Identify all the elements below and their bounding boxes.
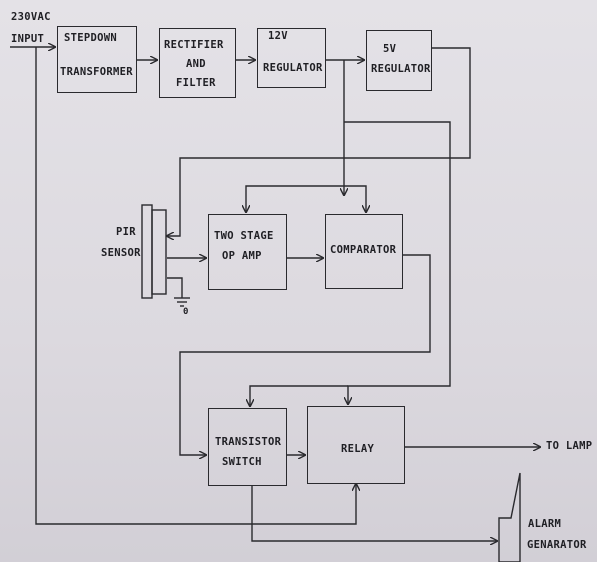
wire-bus-amp xyxy=(246,185,344,212)
ground-label: 0 xyxy=(183,307,189,317)
transistor-switch-block xyxy=(208,408,287,486)
stepdown-transformer-block xyxy=(57,26,137,93)
input-label-line1: 230VAC xyxy=(11,11,51,23)
alarm-label-line1: ALARM xyxy=(528,518,562,530)
comparator-block xyxy=(325,214,403,289)
rectifier-label-line2: AND xyxy=(186,58,206,70)
rectifier-label-line1: RECTIFIER xyxy=(164,39,224,51)
pir-label-line2: SENSOR xyxy=(101,247,141,259)
pir-sensor-body xyxy=(141,204,153,299)
comparator-label: COMPARATOR xyxy=(330,244,397,256)
relay-label: RELAY xyxy=(341,443,375,455)
amp-label-line2: OP AMP xyxy=(222,250,262,262)
wire-comparator-transistor xyxy=(179,254,431,455)
regulator-5v-block xyxy=(366,30,432,91)
wire-ac-relay xyxy=(35,47,356,525)
relay-block xyxy=(307,406,405,484)
amp-label-line1: TWO STAGE xyxy=(214,230,274,242)
wire-12v-relay xyxy=(344,121,451,404)
regulator-5v-label-line1: 5V xyxy=(383,43,397,55)
two-stage-op-amp-block xyxy=(208,214,287,290)
input-label-line2: INPUT xyxy=(11,33,45,45)
transistor-label-line1: TRANSISTOR xyxy=(215,436,282,448)
pir-sensor-plate xyxy=(151,209,167,295)
wire-ground xyxy=(167,277,183,298)
regulator-12v-label-line2: REGULATOR xyxy=(263,62,323,74)
wire-bus-transistor xyxy=(250,385,348,406)
transistor-label-line2: SWITCH xyxy=(222,456,262,468)
regulator-12v-label-line1: 12V xyxy=(268,30,288,42)
pir-label-line1: PIR xyxy=(116,226,136,238)
stepdown-label-line2: TRANSFORMER xyxy=(60,66,133,78)
rectifier-filter-block xyxy=(159,28,236,98)
alarm-generator-shape xyxy=(498,472,521,562)
wire-5v-pir xyxy=(167,47,471,236)
to-lamp-label: TO LAMP xyxy=(546,440,593,452)
wire-bus-comparator-right xyxy=(344,185,366,212)
rectifier-label-line3: FILTER xyxy=(176,77,216,89)
regulator-12v-block xyxy=(257,28,326,88)
alarm-label-line2: GENARATOR xyxy=(527,539,587,551)
stepdown-label-line1: STEPDOWN xyxy=(64,32,117,44)
regulator-5v-label-line2: REGULATOR xyxy=(371,63,431,75)
wire-transistor-alarm xyxy=(251,486,497,541)
